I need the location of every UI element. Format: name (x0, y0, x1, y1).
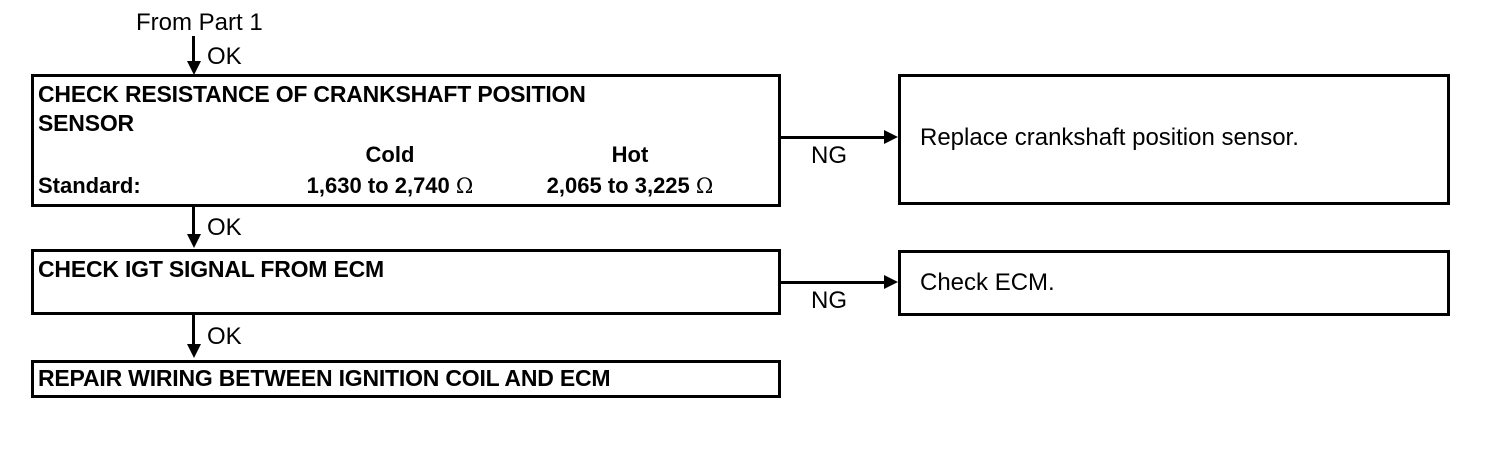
entry-connector-line (192, 36, 195, 66)
edge-label-box1-to-box2-ok: OK (207, 214, 242, 241)
edge-box1-to-box2-arrow (187, 234, 201, 248)
node-check-ecm-title: Check ECM. (920, 269, 1055, 296)
spec-column-header-hot: Hot (611, 142, 649, 167)
node-check-igt-signal[interactable] (31, 249, 781, 315)
edge-box1-to-box2-line (192, 207, 195, 237)
edge-label-box2-to-box3-ok: OK (207, 323, 242, 350)
spec-value-cold: 1,630 to 2,740 Ω (290, 173, 490, 199)
edge-box1-ng-arrow (884, 130, 898, 144)
node-check-resistance-title-line2: SENSOR (38, 110, 134, 136)
spec-value-cold-number: 1,630 to 2,740 (306, 173, 450, 198)
edge-label-entry-ok: OK (207, 43, 242, 70)
ohm-symbol-cold: Ω (455, 174, 474, 198)
node-repair-wiring[interactable] (31, 360, 781, 398)
node-check-resistance-title-line1: CHECK RESISTANCE OF CRANKSHAFT POSITION (38, 81, 586, 107)
entry-connector-arrow (187, 61, 201, 75)
edge-box2-ng-arrow (884, 275, 898, 289)
edge-box2-to-box3-arrow (187, 344, 201, 358)
node-check-ecm[interactable] (898, 250, 1450, 316)
node-check-resistance[interactable] (31, 74, 781, 207)
spec-value-hot-number: 2,065 to 3,225 (546, 173, 690, 198)
spec-value-hot: 2,065 to 3,225 Ω (530, 173, 730, 199)
edge-label-box1-ng: NG (811, 142, 847, 169)
entry-label: From Part 1 (136, 9, 263, 36)
node-replace-sensor[interactable] (898, 74, 1450, 205)
edge-box2-ng-line (781, 281, 891, 284)
ohm-symbol-hot: Ω (695, 174, 714, 198)
edge-box1-ng-line (781, 136, 891, 139)
node-check-igt-signal-title: CHECK IGT SIGNAL FROM ECM (38, 256, 384, 282)
node-repair-wiring-title: REPAIR WIRING BETWEEN IGNITION COIL AND … (38, 365, 611, 391)
spec-column-header-cold: Cold (365, 142, 415, 167)
spec-row-label-standard: Standard: (38, 173, 141, 198)
edge-label-box2-ng: NG (811, 287, 847, 314)
node-replace-sensor-title: Replace crankshaft position sensor. (920, 124, 1299, 151)
edge-box2-to-box3-line (192, 315, 195, 346)
